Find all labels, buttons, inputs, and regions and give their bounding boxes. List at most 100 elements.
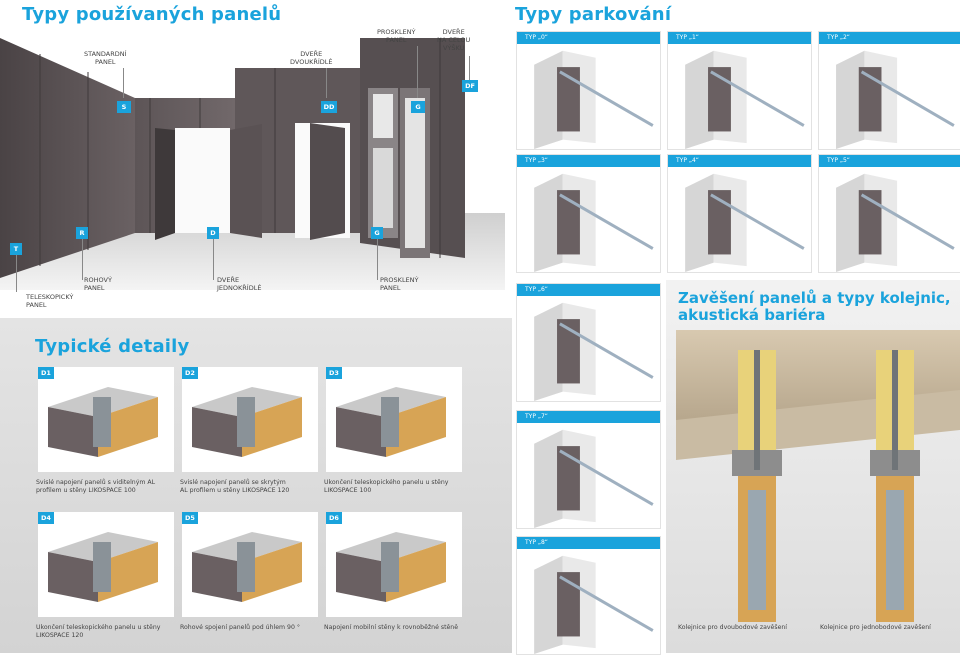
detail-section-illustration bbox=[48, 387, 158, 457]
detail-badge: D5 bbox=[182, 512, 198, 524]
suspension-title-line: Zavěšení panelů a typy kolejnic, bbox=[678, 289, 951, 307]
label-corner-panel: ROHOVÝ PANEL bbox=[84, 276, 112, 292]
parking-type-tile: TYP „3“ bbox=[516, 154, 661, 273]
detail-badge: D4 bbox=[38, 512, 54, 524]
label-line: ROHOVÝ bbox=[84, 276, 112, 284]
badge-g-lower: G bbox=[371, 227, 383, 239]
parking-type-tile: TYP „8“ bbox=[516, 536, 661, 655]
parking-illustration bbox=[534, 555, 654, 654]
leader-line bbox=[123, 68, 124, 98]
panels-title: Typy používaných panelů bbox=[22, 4, 282, 25]
label-telescopic-panel: TELESKOPICKÝ PANEL bbox=[26, 293, 73, 309]
parking-type-label: TYP „3“ bbox=[517, 155, 660, 167]
caption-line: Napojení mobilní stěny k rovnoběžné stěn… bbox=[324, 624, 459, 631]
label-line: PANEL bbox=[84, 284, 105, 292]
detail-badge: D3 bbox=[326, 367, 342, 379]
label-line: PANEL bbox=[26, 301, 47, 309]
label-line: PANEL bbox=[385, 36, 407, 44]
badge-df: DF bbox=[462, 80, 478, 92]
detail-section-illustration bbox=[192, 387, 302, 457]
parking-illustration bbox=[534, 302, 654, 401]
parking-illustration bbox=[685, 173, 805, 272]
parking-illustration bbox=[534, 50, 654, 149]
rail-sections-illustration bbox=[676, 330, 960, 622]
parking-type-label: TYP „4“ bbox=[668, 155, 811, 167]
caption-line: LIKOSPACE 120 bbox=[36, 632, 84, 639]
label-line: NA CELOU bbox=[437, 36, 471, 44]
leader-line bbox=[469, 56, 470, 81]
rail-caption-double: Kolejnice pro dvoubodové zavěšení bbox=[678, 624, 788, 631]
detail-caption: Rohové spojení panelů pod úhlem 90 ° bbox=[180, 624, 340, 632]
badge-g: G bbox=[411, 101, 425, 113]
parking-illustration bbox=[685, 50, 805, 149]
parking-type-label: TYP „7“ bbox=[517, 411, 660, 423]
label-line: DVEŘE bbox=[300, 50, 323, 58]
detail-section-illustration bbox=[192, 532, 302, 602]
parking-type-label: TYP „0“ bbox=[517, 32, 660, 44]
parking-type-tile: TYP „0“ bbox=[516, 31, 661, 150]
parking-type-tile: TYP „6“ bbox=[516, 283, 661, 402]
label-glazed-panel: PROSKLENÝ PANEL bbox=[377, 28, 416, 44]
caption-line: Svislé napojení panelů s viditelným AL bbox=[36, 479, 156, 486]
label-line: TELESKOPICKÝ bbox=[26, 293, 74, 301]
leader-line bbox=[417, 46, 418, 98]
label-line: PROSKLENÝ bbox=[377, 28, 416, 36]
detail-tile: D1 bbox=[38, 367, 174, 472]
label-line: JEDNOKŘÍDLÉ bbox=[217, 284, 262, 292]
leader-line bbox=[16, 252, 17, 292]
label-line: STANDARDNÍ bbox=[84, 50, 127, 58]
label-line: PANEL bbox=[380, 284, 401, 292]
suspension-title: Zavěšení panelů a typy kolejnic, akustic… bbox=[678, 290, 951, 324]
detail-section-illustration bbox=[336, 532, 446, 602]
detail-tile: D5 bbox=[182, 512, 318, 617]
detail-section-illustration bbox=[48, 532, 158, 602]
leader-line bbox=[377, 234, 378, 280]
detail-tile: D3 bbox=[326, 367, 462, 472]
parking-illustration bbox=[534, 429, 654, 528]
label-line: PANEL bbox=[95, 58, 116, 66]
label-line: PROSKLENÝ bbox=[380, 276, 419, 284]
detail-tile: D6 bbox=[326, 512, 462, 617]
detail-badge: D6 bbox=[326, 512, 342, 524]
badge-s: S bbox=[117, 101, 131, 113]
detail-tile: D2 bbox=[182, 367, 318, 472]
detail-tile: D4 bbox=[38, 512, 174, 617]
label-line: DVEŘE bbox=[442, 28, 465, 36]
parking-type-label: TYP „2“ bbox=[819, 32, 960, 44]
label-full-height-door: DVEŘE NA CELOU VÝŠKU bbox=[437, 28, 470, 52]
parking-type-label: TYP „1“ bbox=[668, 32, 811, 44]
parking-type-label: TYP „8“ bbox=[517, 537, 660, 549]
badge-t: T bbox=[10, 243, 22, 255]
parking-illustration bbox=[534, 173, 654, 272]
parking-type-tile: TYP „7“ bbox=[516, 410, 661, 529]
badge-d: D bbox=[207, 227, 219, 239]
label-standard-panel: STANDARDNÍ PANEL bbox=[84, 50, 127, 66]
caption-line: LIKOSPACE 100 bbox=[324, 487, 372, 494]
label-line: DVEŘE bbox=[217, 276, 240, 284]
label-single-door: DVEŘE JEDNOKŘÍDLÉ bbox=[217, 276, 261, 292]
caption-line: Ukončení teleskopického panelu u stěny bbox=[324, 479, 449, 486]
leader-line bbox=[213, 234, 214, 280]
caption-line: Rohové spojení panelů pod úhlem 90 ° bbox=[180, 624, 300, 631]
label-line: VÝŠKU bbox=[442, 44, 465, 52]
parking-type-label: TYP „5“ bbox=[819, 155, 960, 167]
badge-r: R bbox=[76, 227, 88, 239]
parking-title: Typy parkování bbox=[515, 4, 672, 25]
parking-type-tile: TYP „5“ bbox=[818, 154, 960, 273]
caption-line: Ukončení teleskopického panelu u stěny bbox=[36, 624, 161, 631]
parking-illustration bbox=[836, 50, 955, 149]
detail-caption: Napojení mobilní stěny k rovnoběžné stěn… bbox=[324, 624, 484, 632]
caption-line: profilem u stěny LIKOSPACE 100 bbox=[36, 487, 136, 494]
caption-line: Svislé napojení panelů se skrytým bbox=[180, 479, 286, 486]
rail-caption-single: Kolejnice pro jednobodové zavěšení bbox=[820, 624, 931, 631]
parking-illustration bbox=[836, 173, 955, 272]
parking-type-tile: TYP „1“ bbox=[667, 31, 812, 150]
caption-line: AL profilem u stěny LIKOSPACE 120 bbox=[180, 487, 290, 494]
label-line: DVOUKŘÍDLÉ bbox=[290, 58, 333, 66]
parking-type-label: TYP „6“ bbox=[517, 284, 660, 296]
badge-dd: DD bbox=[321, 101, 337, 113]
